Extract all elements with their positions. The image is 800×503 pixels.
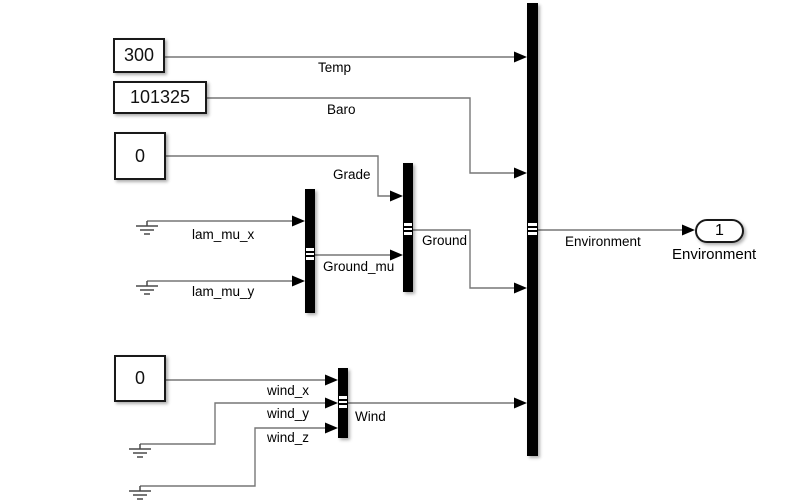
- mux-lam-mu[interactable]: [305, 189, 315, 313]
- ground-icon: [129, 486, 151, 500]
- signal-label-wind-y: wind_y: [267, 406, 310, 421]
- mux-output-tick: [306, 252, 314, 255]
- signal-label-wind-x: wind_x: [267, 383, 310, 398]
- ground-block-wind-z[interactable]: [129, 486, 151, 500]
- wire-lam-mu-x[interactable]: [147, 215, 305, 227]
- constant-value: 0: [134, 145, 145, 166]
- constant-block-baro[interactable]: 101325: [113, 81, 207, 114]
- signal-label-wind-z: wind_z: [267, 430, 310, 445]
- mux-output-tick: [339, 405, 347, 408]
- signal-label-wind: Wind: [355, 409, 386, 424]
- mux-wind[interactable]: [338, 368, 348, 438]
- signal-label-ground: Ground: [422, 233, 468, 248]
- wire-temp[interactable]: [165, 51, 527, 63]
- constant-block-wind[interactable]: 0: [114, 355, 166, 402]
- outport-number: 1: [715, 222, 724, 239]
- bus-output-tick: [528, 232, 537, 235]
- wire-lam-mu-y[interactable]: [147, 275, 305, 287]
- wire-wind[interactable]: [348, 397, 527, 409]
- mux-ground[interactable]: [403, 163, 413, 292]
- mux-output-tick: [404, 223, 412, 226]
- mux-output-tick: [306, 248, 314, 251]
- signal-label-ground-mu: Ground_mu: [323, 259, 395, 274]
- mux-output-tick: [339, 396, 347, 399]
- constant-block-grade[interactable]: 0: [114, 132, 166, 180]
- wire-ground-mu[interactable]: [315, 249, 403, 261]
- wire-wind-y[interactable]: [140, 397, 338, 445]
- bus-creator-environment[interactable]: [527, 3, 538, 456]
- mux-output-tick: [339, 400, 347, 403]
- mux-output-tick: [306, 257, 314, 260]
- wire-ground[interactable]: [413, 229, 527, 294]
- bus-output-tick: [528, 223, 537, 226]
- ground-block-lam-mu-x[interactable]: [136, 221, 158, 235]
- signal-label-environment: Environment: [565, 234, 641, 249]
- constant-value: 101325: [129, 87, 191, 107]
- ground-icon: [136, 221, 158, 235]
- ground-block-lam-mu-y[interactable]: [136, 281, 158, 295]
- constant-value: 300: [123, 45, 155, 65]
- signal-label-temp: Temp: [318, 60, 352, 75]
- wire-environment[interactable]: [538, 224, 695, 236]
- wire-wind-x[interactable]: [166, 374, 338, 386]
- outport-block-environment[interactable]: 1: [695, 219, 744, 243]
- constant-block-temp[interactable]: 300: [113, 38, 165, 73]
- outport-name-label: Environment: [672, 246, 757, 263]
- wire-baro[interactable]: [207, 97, 527, 179]
- signal-label-baro: Baro: [327, 102, 356, 117]
- ground-block-wind-y[interactable]: [129, 444, 151, 458]
- signal-label-grade: Grade: [333, 167, 371, 182]
- wire-grade[interactable]: [166, 155, 403, 202]
- ground-icon: [136, 281, 158, 295]
- mux-output-tick: [404, 227, 412, 230]
- ground-icon: [129, 444, 151, 458]
- signal-label-lam-mu-x: lam_mu_x: [192, 227, 255, 242]
- signal-label-lam-mu-y: lam_mu_y: [192, 284, 255, 299]
- mux-output-tick: [404, 232, 412, 235]
- wire-wind-z[interactable]: [140, 422, 338, 487]
- bus-output-tick: [528, 227, 537, 230]
- constant-value: 0: [134, 368, 145, 388]
